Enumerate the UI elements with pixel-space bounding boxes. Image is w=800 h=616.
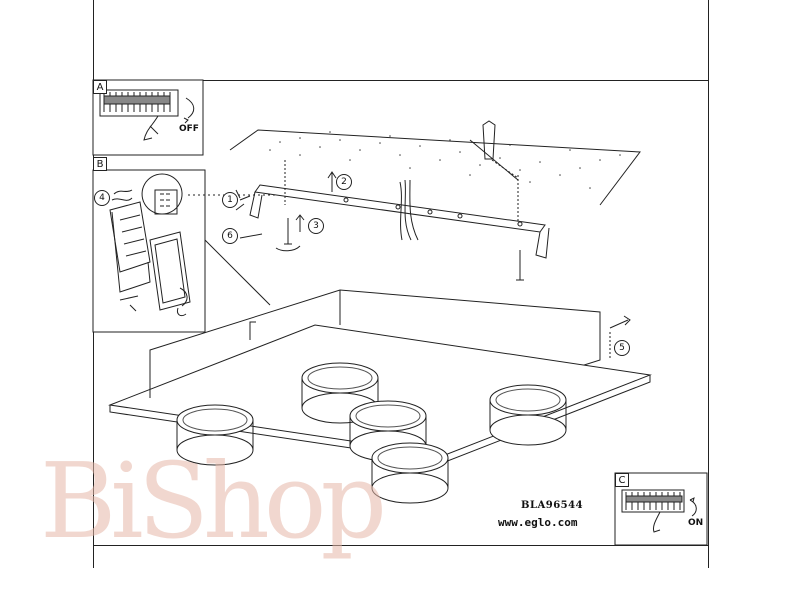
panel-a-letter: A <box>93 80 107 94</box>
ceiling-texture <box>269 131 621 189</box>
step-marker-1: 1 <box>222 192 238 208</box>
step-marker-2: 2 <box>336 174 352 190</box>
step-marker-4: 4 <box>94 190 110 206</box>
step-marker-3: 3 <box>308 218 324 234</box>
panel-a-switch-off <box>93 80 203 155</box>
shop-watermark: BiShop <box>40 440 381 562</box>
step-marker-5: 5 <box>614 340 630 356</box>
step-marker-6: 6 <box>222 228 238 244</box>
switch-off-label: OFF <box>179 124 199 134</box>
panel-c-letter: C <box>615 473 629 487</box>
screws-and-anchors <box>236 121 524 280</box>
model-code: BLA96544 <box>521 500 583 511</box>
website-url: www.eglo.com <box>498 516 577 529</box>
panel-b-connection-box <box>93 170 285 332</box>
switch-on-label: ON <box>688 518 703 528</box>
mounting-bracket <box>250 160 549 258</box>
panel-b-letter: B <box>93 157 107 171</box>
